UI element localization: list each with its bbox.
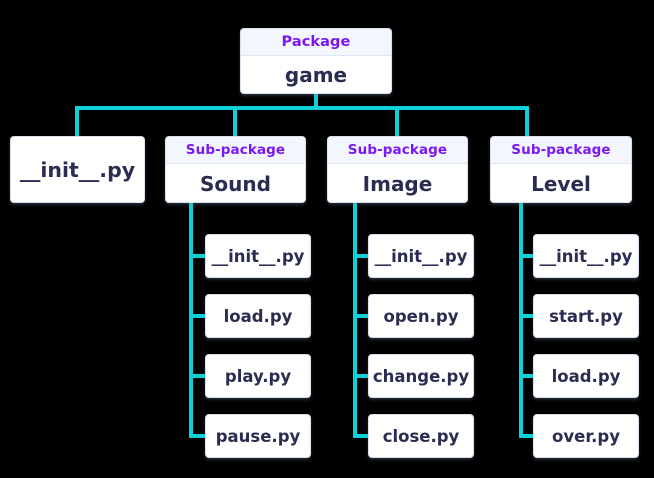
leaf-label: change.py xyxy=(369,355,473,397)
node-subpackage-level[interactable]: Sub-package Level xyxy=(490,136,632,203)
connector-stub-image-3 xyxy=(353,434,370,438)
node-label-image: Image xyxy=(328,164,467,202)
leaf-node[interactable]: __init__.py xyxy=(205,234,311,278)
connector-stub-level-0 xyxy=(519,254,535,258)
leaf-node[interactable]: __init__.py xyxy=(368,234,474,278)
connector-stub-image-0 xyxy=(353,254,370,258)
leaf-label: over.py xyxy=(534,415,638,457)
connector-stub-image-1 xyxy=(353,314,370,318)
connector-stub-sound-1 xyxy=(189,314,207,318)
connector-stub-sound-3 xyxy=(189,434,207,438)
connector-drop-image xyxy=(395,106,399,138)
leaf-node[interactable]: __init__.py xyxy=(533,234,639,278)
node-package-game[interactable]: Package game xyxy=(240,28,392,94)
connector-stub-level-3 xyxy=(519,434,535,438)
node-header-level: Sub-package xyxy=(491,137,631,164)
connector-stub-level-1 xyxy=(519,314,535,318)
leaf-label: start.py xyxy=(534,295,638,337)
connector-spine-sound xyxy=(189,203,193,436)
leaf-label: load.py xyxy=(206,295,310,337)
node-header-package: Package xyxy=(241,29,391,56)
leaf-label: close.py xyxy=(369,415,473,457)
connector-stub-level-2 xyxy=(519,374,535,378)
node-subpackage-image[interactable]: Sub-package Image xyxy=(327,136,468,203)
leaf-node[interactable]: pause.py xyxy=(205,414,311,458)
leaf-label: load.py xyxy=(534,355,638,397)
node-header-image: Sub-package xyxy=(328,137,467,164)
connector-drop-init xyxy=(75,106,79,138)
node-label-level: Level xyxy=(491,164,631,202)
leaf-node[interactable]: open.py xyxy=(368,294,474,338)
connector-drop-sound xyxy=(233,106,237,138)
connector-spine-image xyxy=(353,203,357,436)
node-subpackage-sound[interactable]: Sub-package Sound xyxy=(165,136,306,203)
node-root-init-py[interactable]: __init__.py xyxy=(10,136,145,203)
connector-stub-sound-2 xyxy=(189,374,207,378)
leaf-node[interactable]: change.py xyxy=(368,354,474,398)
leaf-label: __init__.py xyxy=(206,235,310,277)
connector-drop-level xyxy=(525,106,529,138)
leaf-label: play.py xyxy=(206,355,310,397)
connector-level2-bus xyxy=(75,106,529,110)
node-label-root-init-py: __init__.py xyxy=(11,137,144,202)
leaf-label: __init__.py xyxy=(369,235,473,277)
leaf-node[interactable]: over.py xyxy=(533,414,639,458)
leaf-node[interactable]: load.py xyxy=(205,294,311,338)
node-label-sound: Sound xyxy=(166,164,305,202)
leaf-node[interactable]: play.py xyxy=(205,354,311,398)
leaf-label: __init__.py xyxy=(534,235,638,277)
connector-root-stem xyxy=(314,93,318,110)
connector-spine-level xyxy=(519,203,523,436)
leaf-node[interactable]: close.py xyxy=(368,414,474,458)
leaf-label: open.py xyxy=(369,295,473,337)
leaf-node[interactable]: load.py xyxy=(533,354,639,398)
node-label-game: game xyxy=(241,56,391,93)
connector-stub-sound-0 xyxy=(189,254,207,258)
node-header-sound: Sub-package xyxy=(166,137,305,164)
connector-stub-image-2 xyxy=(353,374,370,378)
leaf-label: pause.py xyxy=(206,415,310,457)
leaf-node[interactable]: start.py xyxy=(533,294,639,338)
